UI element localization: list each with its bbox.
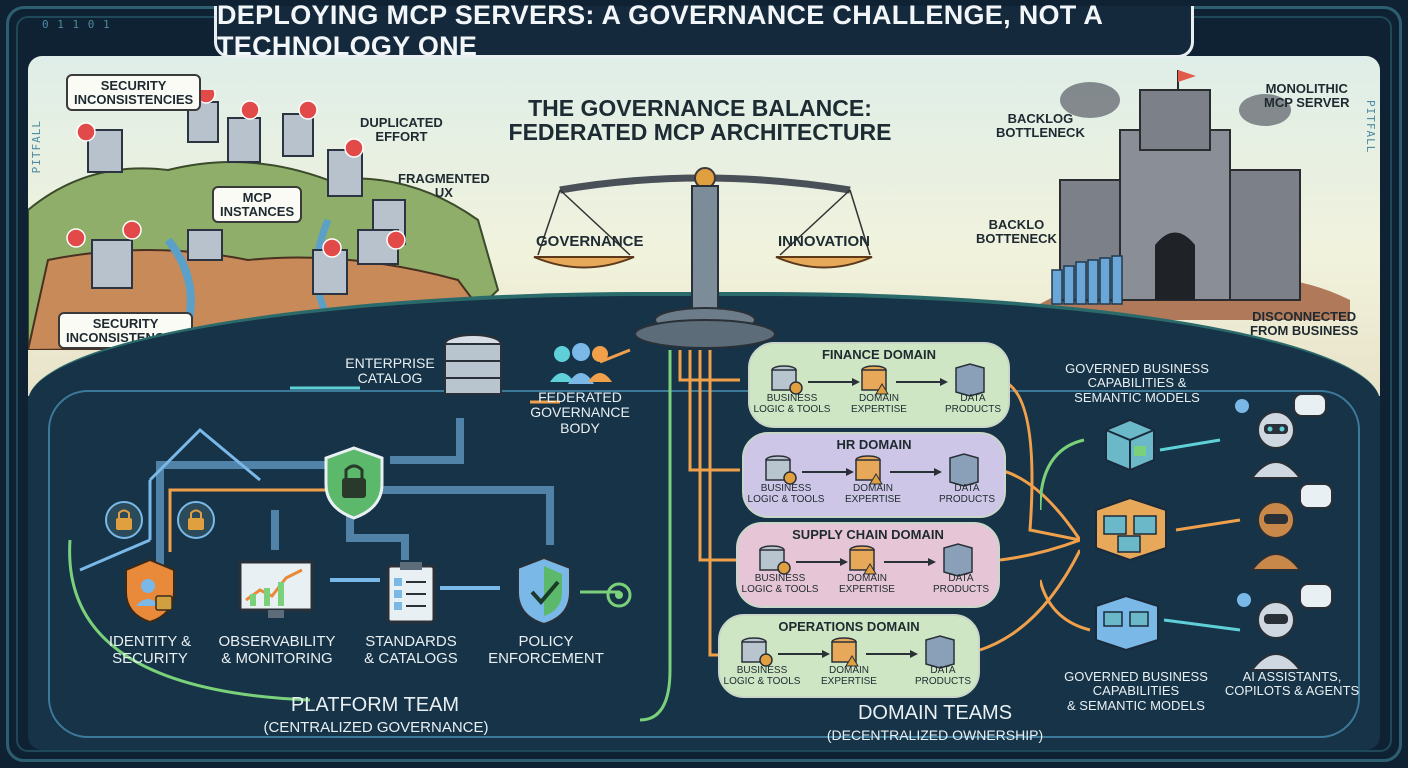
domain-flow-icons xyxy=(759,543,973,577)
domain-name-supply-chain: SUPPLY CHAIN DOMAIN xyxy=(792,527,944,542)
label-standards-catalogs: STANDARDS & CATALOGS xyxy=(364,633,458,667)
page-title: DEPLOYING MCP SERVERS: A GOVERNANCE CHAL… xyxy=(217,0,1103,61)
domain-name-operations: OPERATIONS DOMAIN xyxy=(778,619,920,634)
label-disconnected-from-business: DISCONNECTED FROM BUSINESS xyxy=(1250,309,1359,339)
domain-logic-label: BUSINESS LOGIC & TOOLS xyxy=(747,483,825,505)
label-policy-enforcement: POLICY ENFORCEMENT xyxy=(488,633,604,667)
domain-name-finance: FINANCE DOMAIN xyxy=(821,347,937,362)
domain-products-label: DATA PRODUCTS xyxy=(944,393,1002,415)
binary-decoration: 0 1 1 0 1 xyxy=(42,18,111,31)
label-monolithic-mcp-server: MONOLITHIC MCP SERVER xyxy=(1264,81,1350,111)
domain-logic-label: BUSINESS LOGIC & TOOLS xyxy=(741,573,819,595)
pan-label-innovation: INNOVATION xyxy=(778,233,870,250)
callout-mcp-instances: MCP INSTANCES xyxy=(212,186,303,224)
capability-flow-lines xyxy=(1040,438,1241,632)
platform-flow-lines xyxy=(68,348,631,702)
callout-security-inconsistencies-top: SECURITY INCONSISTENCIES xyxy=(66,74,202,112)
domain-flow-lines xyxy=(640,350,1080,722)
database-icon xyxy=(444,334,502,395)
label-identity-security: IDENTITY & SECURITY xyxy=(108,633,192,667)
capability-cube-icon-top xyxy=(1105,418,1155,472)
shield-lock-icon xyxy=(324,446,384,520)
side-label-right: PITFALL xyxy=(1364,100,1377,154)
observability-monitor-icon xyxy=(238,560,314,618)
domain-flow-icons xyxy=(771,363,985,397)
ai-agent-icon xyxy=(1237,583,1333,671)
domain-products-label: DATA PRODUCTS xyxy=(932,573,990,595)
side-label-left: PITFALL xyxy=(30,120,43,174)
pan-label-governance: GOVERNANCE xyxy=(536,233,644,250)
domain-products-label: DATA PRODUCTS xyxy=(938,483,996,505)
domain-expertise-label: DOMAIN EXPERTISE xyxy=(845,483,901,505)
domain-logic-label: BUSINESS LOGIC & TOOLS xyxy=(723,665,801,687)
domain-expertise-label: DOMAIN EXPERTISE xyxy=(821,665,877,687)
policy-enforcement-shield-icon xyxy=(517,556,571,626)
domain-logic-label: BUSINESS LOGIC & TOOLS xyxy=(753,393,831,415)
capability-cube-icon-bottom xyxy=(1095,594,1159,652)
standards-clipboard-icon xyxy=(386,562,436,624)
architecture-inner-border xyxy=(48,390,1360,738)
label-observability-monitoring: OBSERVABILITY & MONITORING xyxy=(218,633,336,667)
ai-copilot-icon xyxy=(1249,483,1333,571)
center-heading: THE GOVERNANCE BALANCE: FEDERATED MCP AR… xyxy=(508,95,892,146)
label-backlog-bottleneck-mid: BACKLO BOTTENECK xyxy=(976,217,1057,247)
platform-team-subtitle: (CENTRALIZED GOVERNANCE) xyxy=(263,719,489,736)
lock-badge-icon-right xyxy=(177,501,215,539)
domain-teams-subtitle: (DECENTRALIZED OWNERSHIP) xyxy=(826,727,1044,743)
identity-security-icon xyxy=(125,558,175,624)
label-fragmented-ux: FRAGMENTED UX xyxy=(398,171,490,201)
domain-expertise-label: DOMAIN EXPERTISE xyxy=(839,573,895,595)
connector-node-icon xyxy=(606,582,632,608)
domain-teams-title: DOMAIN TEAMS xyxy=(857,702,1013,724)
label-federated-governance-body: FEDERATED GOVERNANCE BODY xyxy=(530,389,630,436)
title-banner: DEPLOYING MCP SERVERS: A GOVERNANCE CHAL… xyxy=(214,0,1194,61)
ai-robot-icon-1 xyxy=(1235,393,1327,479)
domain-expertise-label: DOMAIN EXPERTISE xyxy=(851,393,907,415)
domain-name-hr: HR DOMAIN xyxy=(836,437,912,452)
label-backlog-bottleneck-top: BACKLOG BOTTLENECK xyxy=(996,111,1085,141)
label-capabilities-bottom: GOVERNED BUSINESS CAPABILITIES & SEMANTI… xyxy=(1064,669,1208,713)
platform-team-title: PLATFORM TEAM xyxy=(290,694,460,716)
label-duplicated-effort: DUPLICATED EFFORT xyxy=(360,115,443,145)
domain-products-label: DATA PRODUCTS xyxy=(914,665,972,687)
balance-scale-icon xyxy=(533,167,873,349)
people-group-icon xyxy=(550,343,612,384)
monolithic-castle-illustration xyxy=(1030,70,1350,320)
label-capabilities-top: GOVERNED BUSINESS CAPABILITIES & SEMANTI… xyxy=(1065,361,1209,405)
label-ai-assistants: AI ASSISTANTS, COPILOTS & AGENTS xyxy=(1224,669,1360,699)
lock-badge-icon-left xyxy=(105,501,143,539)
domain-flow-icons xyxy=(765,453,979,487)
domain-flow-icons xyxy=(741,635,955,669)
label-enterprise-catalog: ENTERPRISE CATALOG xyxy=(345,355,435,387)
capability-cube-cluster-icon xyxy=(1095,496,1167,562)
